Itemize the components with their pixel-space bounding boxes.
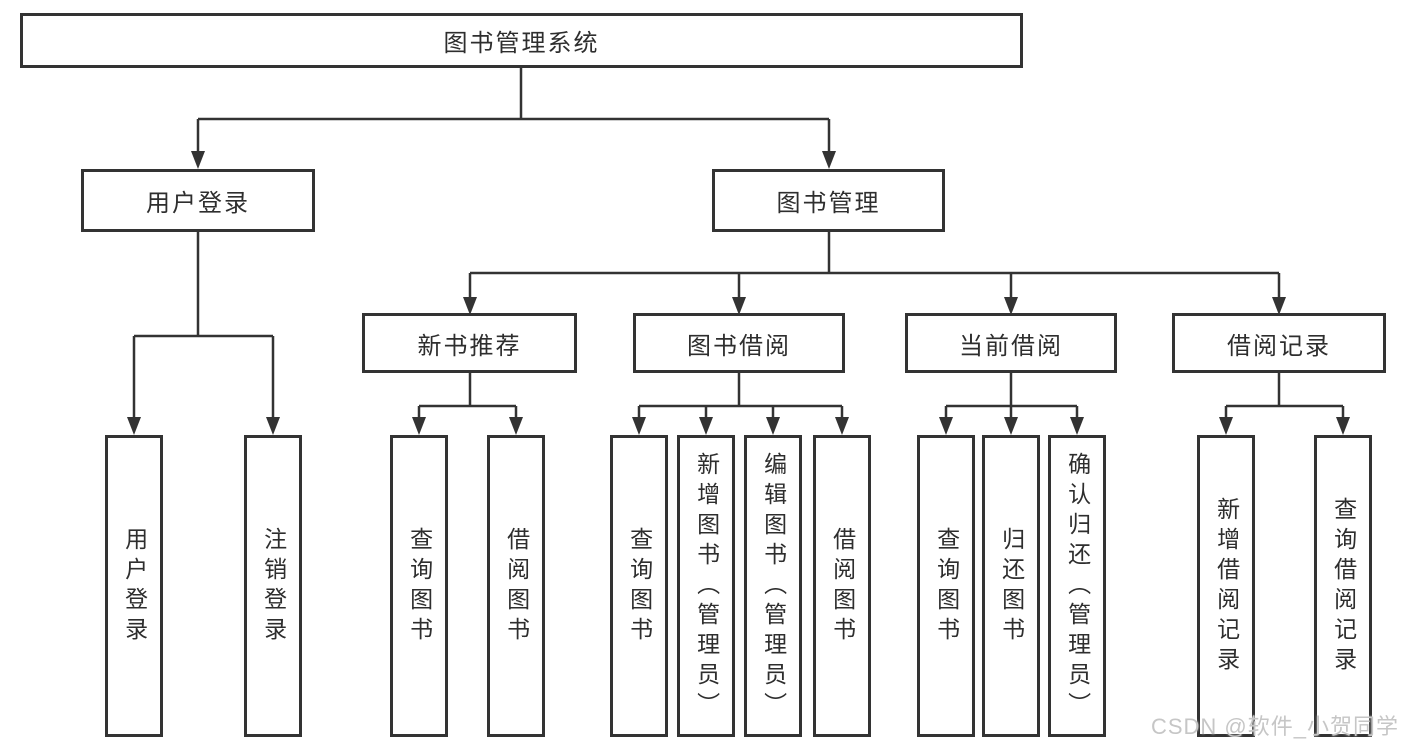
csdn-watermark: CSDN @软件_小贺同学 (1150, 714, 1399, 739)
arrow-head (412, 417, 426, 435)
leaf-recommend-query-books: 查询图书 (390, 435, 448, 737)
leaf-recommend-borrow-books: 借阅图书 (487, 435, 545, 737)
arrow-head (1070, 417, 1084, 435)
node-book-borrow: 图书借阅 (633, 313, 845, 373)
node-new-book-recommend: 新书推荐 (362, 313, 577, 373)
arrow-head (1219, 417, 1233, 435)
arrow-head (766, 417, 780, 435)
leaf-current-return-books: 归还图书 (982, 435, 1040, 737)
leaf-current-query-books: 查询图书 (917, 435, 975, 737)
arrow-head (266, 417, 280, 435)
leaf-records-add-record: 新增借阅记录 (1197, 435, 1255, 737)
leaf-borrow-query-books: 查询图书 (610, 435, 668, 737)
leaf-borrow-borrow-books: 借阅图书 (813, 435, 871, 737)
leaf-borrow-edit-books-admin: 编辑图书（管理员） (744, 435, 802, 737)
leaf-borrow-add-books-admin: 新增图书（管理员） (677, 435, 735, 737)
arrow-head (822, 151, 836, 169)
arrow-head (835, 417, 849, 435)
leaf-logout: 注销登录 (244, 435, 302, 737)
node-root: 图书管理系统 (20, 13, 1023, 68)
arrow-head (632, 417, 646, 435)
arrow-head (191, 151, 205, 169)
leaf-user-login: 用户登录 (105, 435, 163, 737)
arrow-head (699, 417, 713, 435)
arrow-head (127, 417, 141, 435)
node-user-login: 用户登录 (81, 169, 315, 232)
node-book-management: 图书管理 (712, 169, 945, 232)
arrow-head (1336, 417, 1350, 435)
arrow-head (509, 417, 523, 435)
leaf-records-query-record: 查询借阅记录 (1314, 435, 1372, 737)
node-borrow-records: 借阅记录 (1172, 313, 1386, 373)
node-current-borrow: 当前借阅 (905, 313, 1117, 373)
leaf-current-confirm-return-admin: 确认归还（管理员） (1048, 435, 1106, 737)
arrow-head (1004, 417, 1018, 435)
arrow-head (939, 417, 953, 435)
